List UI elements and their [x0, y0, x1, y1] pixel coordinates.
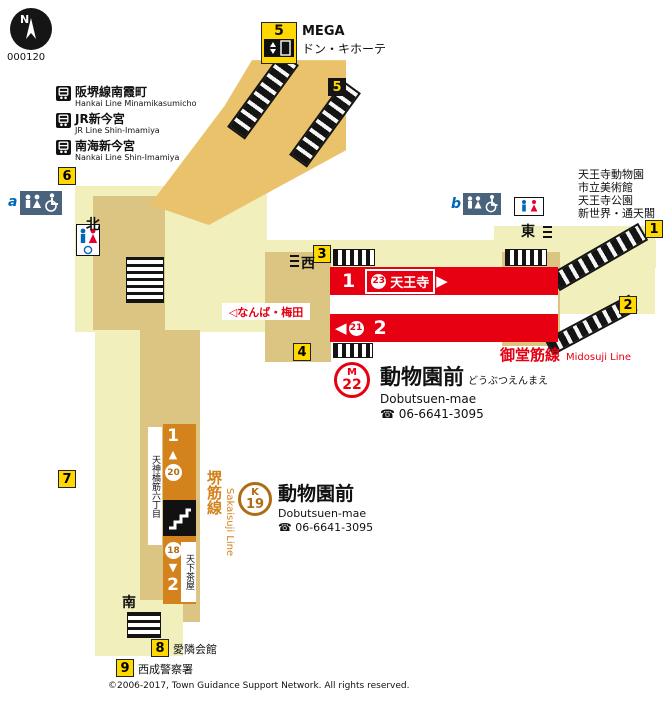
elevator-icon — [264, 39, 294, 57]
direction-tennoji-label: 天王寺 — [390, 275, 430, 291]
sakaisuji-station-info: 動物園前 Dobutsuen-mae ☎ 06-6641-3095 — [278, 479, 373, 534]
station-phone: 06-6641-3095 — [398, 407, 484, 421]
transfer-jp-label: 南海新今宮 — [75, 139, 136, 153]
direction-tengachaya-label: 天下茶屋 — [181, 542, 196, 602]
transfer-jp-label: JR新今宮 — [75, 112, 125, 126]
platform-ticks-west-icon — [290, 252, 299, 267]
stairs-west-platform-icon — [333, 249, 375, 266]
station-phone: 06-6641-3095 — [295, 521, 374, 534]
destination-item: 天王寺公園 — [578, 194, 633, 207]
midosuji-platform-gap — [330, 295, 558, 314]
badge-number-22: 22 — [342, 377, 362, 393]
car-number-chip-20: 20 — [165, 464, 182, 481]
midosuji-line-label: 御堂筋線 Midosuji Line — [500, 344, 631, 365]
midosuji-platform-1-number: 1 — [342, 270, 356, 292]
direction-namba-umeda-label: ◁なんば・梅田 — [222, 303, 310, 320]
exit-7: 7 — [58, 470, 76, 488]
train-icon — [56, 140, 71, 155]
restroom-icon — [76, 224, 100, 260]
midosuji-station-badge: M 22 — [334, 362, 370, 398]
badge-number-19: 19 — [245, 496, 265, 512]
map-id: 000120 — [7, 52, 46, 63]
area-west-label: 西 — [301, 256, 315, 272]
train-icon — [56, 86, 71, 101]
stairs-icon — [163, 500, 196, 540]
point-a-label: a — [8, 194, 18, 210]
sakaisuji-line-jp: 堺筋線 — [205, 470, 223, 515]
station-name-jp: 動物園前 — [278, 483, 355, 505]
station-phone-row: ☎ 06-6641-3095 — [278, 521, 373, 534]
direction-arrow-tennoji: 23 天王寺 — [365, 268, 436, 294]
direction-tenjimbashisuji6-label: 天神橋筋六丁目 — [148, 427, 162, 545]
exit-1-destinations: 天王寺動物園 市立美術館 天王寺公園 新世界・通天閣 — [578, 168, 666, 220]
station-name-kana: どうぶつえんまえ — [468, 376, 548, 387]
destination-item: 市立美術館 — [578, 181, 633, 194]
badge-letter-k: K — [251, 486, 259, 498]
midosuji-station-info: 動物園前 どうぶつえんまえ Dobutsuen-mae ☎ 06-6641-30… — [380, 361, 548, 421]
station-name-en: Dobutsuen-mae — [278, 507, 367, 520]
exit-5-number: 5 — [274, 23, 284, 39]
transfer-en-label: JR Line Shin-Imamiya — [75, 125, 160, 135]
arrow-left-icon: ◀ — [335, 319, 347, 337]
destination-item: 天王寺動物園 — [578, 168, 644, 181]
stairs-east-platform-icon — [505, 249, 547, 266]
midosuji-line-jp: 御堂筋線 — [500, 346, 561, 364]
sakaisuji-platform-2-number: 2 — [167, 575, 179, 595]
car-number-chip-23: 23 — [371, 273, 387, 289]
exit-2: 2 — [619, 296, 637, 314]
stairs-west-lower-icon — [333, 343, 373, 358]
compass-n-label: N — [20, 13, 29, 26]
midosuji-platform-2-number: 2 — [373, 317, 387, 339]
exit-3: 3 — [313, 245, 331, 263]
station-name-en: Dobutsuen-mae — [380, 392, 477, 406]
area-south-label: 南 — [122, 595, 136, 611]
phone-icon: ☎ — [380, 407, 395, 421]
accessible-toilet-a-icon — [20, 191, 62, 219]
train-icon — [56, 113, 71, 128]
point-b-label: b — [451, 196, 462, 212]
exit-4: 4 — [293, 343, 311, 361]
destination-item: 新世界・通天閣 — [578, 207, 655, 220]
area-north-label: 北 — [86, 217, 100, 233]
badge-letter-m: M — [347, 367, 357, 378]
area-east-label: 東 — [521, 224, 535, 240]
stairs-south-icon — [127, 612, 161, 638]
sakaisuji-station-badge: K 19 — [238, 482, 272, 516]
stairs-north-icon — [126, 257, 164, 303]
mega-label: MEGA — [302, 24, 345, 39]
exit-5-entrance: 5 — [261, 22, 297, 64]
platform-ticks-east-icon — [543, 223, 552, 238]
transfer-jp-label: 阪堺線南霞町 — [75, 85, 148, 99]
donki-label: ドン・キホーテ — [302, 42, 387, 56]
exit-9: 9 — [116, 659, 134, 677]
station-phone-row: ☎ 06-6641-3095 — [380, 407, 548, 421]
midosuji-platform-2-band: ◀ 21 2 — [330, 314, 558, 342]
midosuji-line-en: Midosuji Line — [566, 352, 632, 363]
restroom-east-icon — [514, 197, 544, 220]
exit-6: 6 — [58, 167, 76, 185]
exit-8: 8 — [151, 639, 169, 657]
sakaisuji-line-en: Sakaisuji Line — [224, 488, 235, 557]
transfer-en-label: Hankai Line Minamikasumicho — [75, 98, 197, 108]
midosuji-platform-1-band: 1 23 天王寺 ▶ — [330, 267, 558, 295]
car-number-chip-18: 18 — [165, 542, 182, 559]
exit-9-poi-label: 西成警察署 — [138, 663, 193, 676]
sakaisuji-platform-1-number: 1 — [167, 426, 179, 446]
exit-5-landing: 5 — [328, 78, 346, 96]
exit-1: 1 — [645, 220, 663, 238]
car-number-chip-21: 21 — [348, 320, 364, 336]
transfer-en-label: Nankai Line Shin-Imamiya — [75, 152, 180, 162]
compass: N — [8, 6, 54, 56]
phone-icon: ☎ — [278, 521, 292, 534]
copyright: ©2006-2017, Town Guidance Support Networ… — [108, 681, 410, 691]
station-name-jp: 動物園前 — [380, 365, 464, 389]
arrow-up-icon: ▲ — [168, 448, 178, 461]
arrow-down-icon: ▼ — [168, 561, 178, 574]
accessible-toilet-b-icon — [463, 193, 501, 219]
exit-8-poi-label: 愛隣会館 — [173, 643, 217, 656]
arrow-right-icon: ▶ — [436, 272, 448, 290]
